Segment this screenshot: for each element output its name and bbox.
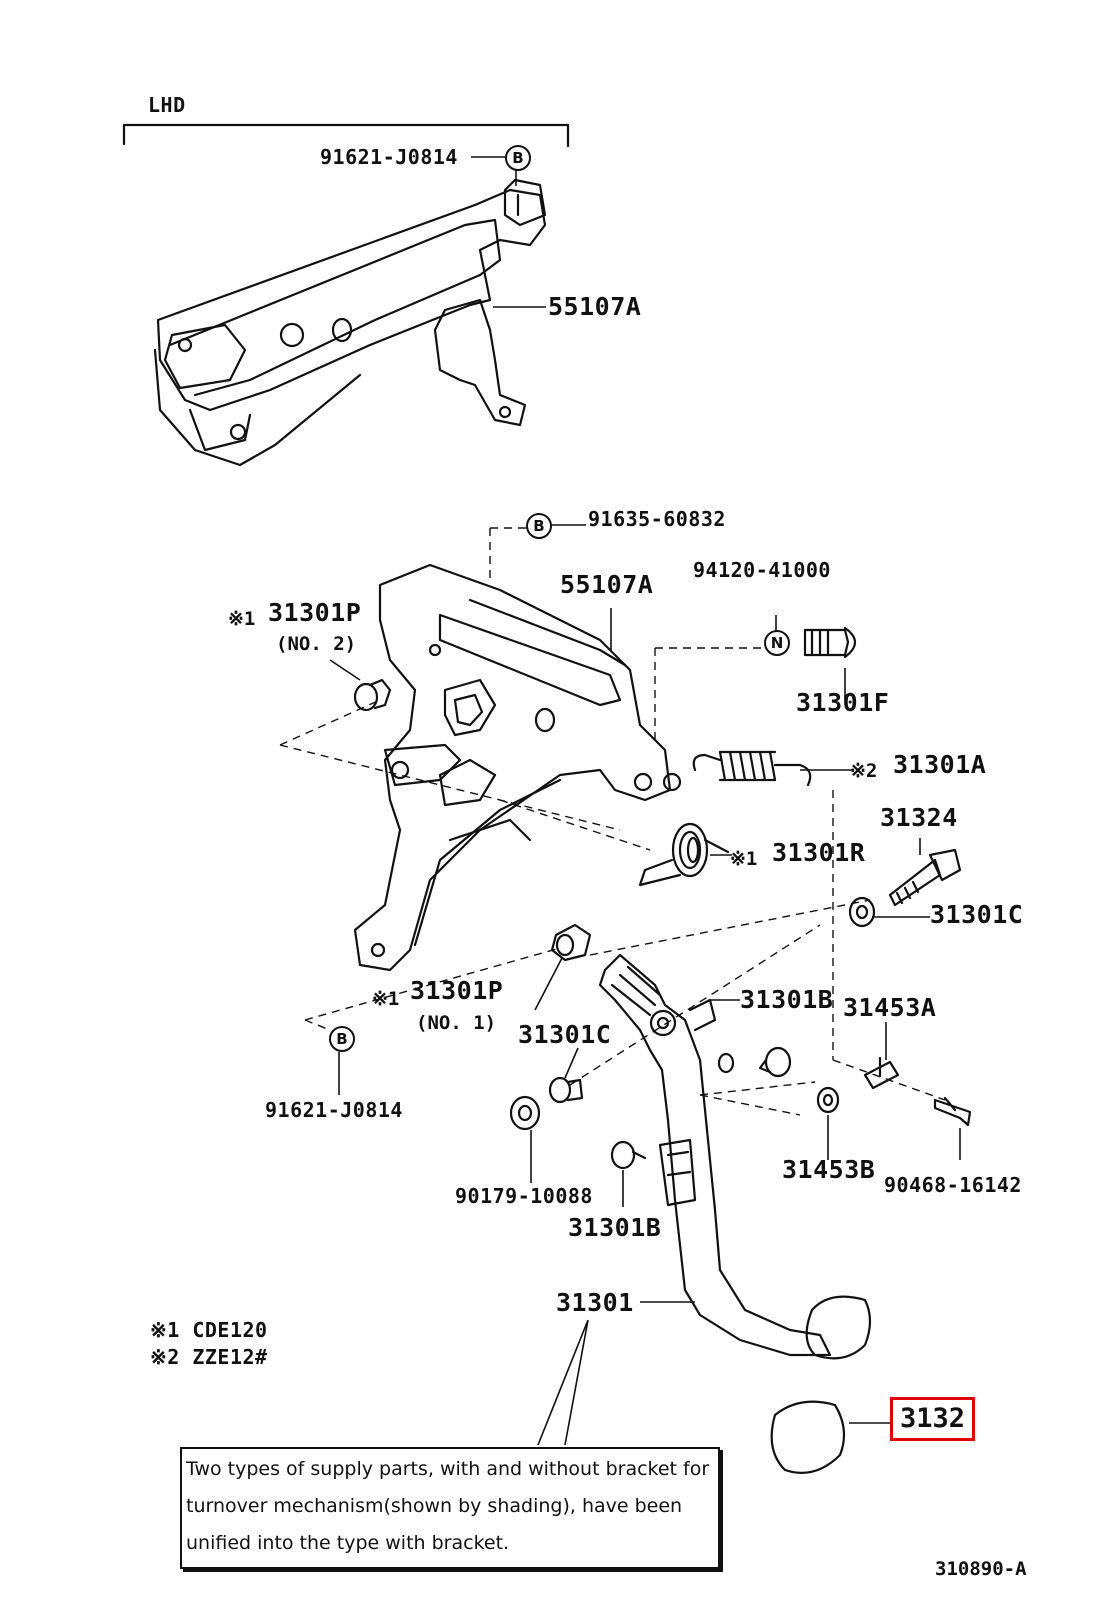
note-mark-bushing-no2: ※1 [228,608,256,630]
note-line-1: Two types of supply parts, with and with… [186,1458,710,1480]
legend-line-2: ※2 ZZE12# [150,1345,268,1369]
part-label-90179[interactable]: 90179-10088 [455,1184,593,1208]
marker-b-lower: B [329,1026,355,1052]
diagram-code: 310890-A [935,1558,1027,1580]
part-label-31301b-lower[interactable]: 31301B [568,1213,662,1242]
bushing-no2-drawing [353,678,392,712]
marker-b-upper: B [526,513,552,539]
note-line-2: turnover mechanism(shown by shading), ha… [186,1495,683,1517]
part-label-31453a[interactable]: 31453A [843,993,937,1022]
note-line-3: unified into the type with bracket. [186,1532,510,1554]
part-label-91621-top[interactable]: 91621-J0814 [320,145,458,169]
lhd-group-bracket [122,123,570,148]
lhd-section-label: LHD [148,93,186,117]
clevis-31453b-drawing [816,1086,840,1114]
nut-90179-drawing [509,1095,541,1131]
part-label-31301a[interactable]: 31301A [893,750,987,779]
part-label-55107a-main[interactable]: 55107A [560,570,654,599]
part-label-90468[interactable]: 90468-16142 [884,1173,1022,1197]
pedal-arm-drawing [598,953,832,1357]
part-label-94120[interactable]: 94120-41000 [693,558,831,582]
part-label-31324[interactable]: 31324 [880,803,958,832]
cushion-31301b-upper-drawing [758,1046,792,1078]
marker-n: N [764,630,790,656]
part-label-31301[interactable]: 31301 [556,1288,634,1317]
part-label-31301c-left[interactable]: 31301C [518,1020,612,1049]
part-label-91635[interactable]: 91635-60832 [588,507,726,531]
note-mark-spring-r: ※1 [730,848,758,870]
bolt-31324-drawing [888,848,962,907]
bushing-no1-sub-label: (NO. 1) [416,1012,497,1034]
part-label-55107a-top[interactable]: 55107A [548,292,642,321]
return-spring-a-drawing [692,750,812,787]
part-label-31301c-right[interactable]: 31301C [930,900,1024,929]
bushing-no2-sub-label: (NO. 2) [276,633,357,655]
cushion-31301b-lower-drawing [610,1140,647,1170]
part-label-31301r[interactable]: 31301R [772,838,866,867]
clevis-31453a-drawing [863,1056,900,1090]
part-label-31301p-no2[interactable]: 31301P [268,598,362,627]
note-mark-bushing-no1: ※1 [372,988,400,1010]
pedal-pad-on-arm-drawing [805,1295,872,1360]
marker-b-top: B [505,145,531,171]
collar-31301c-left-drawing [548,1076,584,1104]
note-mark-spring-a: ※2 [850,760,878,782]
main-bracket-drawing [353,563,682,972]
clip-90468-drawing [933,1096,972,1127]
part-label-31301b-upper[interactable]: 31301B [740,985,834,1014]
part-label-31301f[interactable]: 31301F [796,688,890,717]
part-label-31453b[interactable]: 31453B [782,1155,876,1184]
collar-31301c-right-drawing [848,896,876,928]
return-spring-r-drawing [638,822,730,887]
bolt-31301f-drawing [803,626,857,659]
legend-line-1: ※1 CDE120 [150,1318,268,1342]
supply-note-box: Two types of supply parts, with and with… [180,1447,720,1569]
top-bracket-drawing [153,178,547,467]
pedal-pad-loose-drawing [770,1400,846,1474]
part-label-31301p-no1[interactable]: 31301P [410,976,504,1005]
part-label-3132-highlighted[interactable]: 3132 [890,1397,975,1441]
part-label-91621-lower[interactable]: 91621-J0814 [265,1098,403,1122]
bushing-no1-drawing [550,923,592,962]
